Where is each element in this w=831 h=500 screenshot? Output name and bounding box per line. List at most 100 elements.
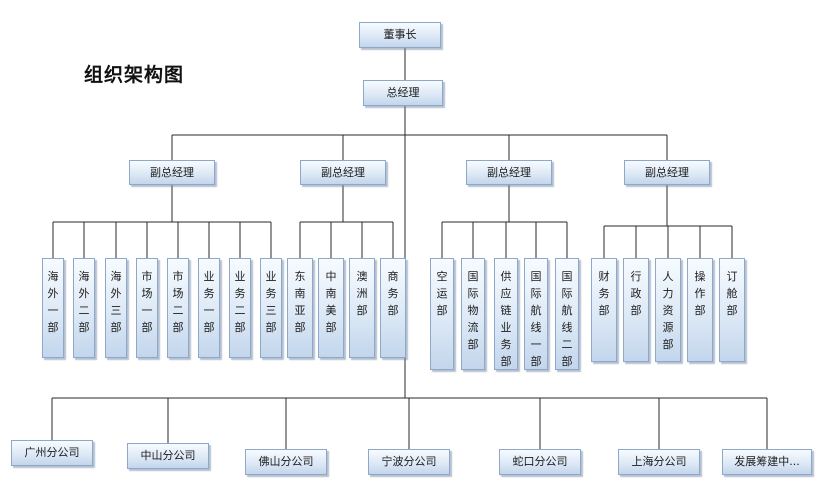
box-char: 空 xyxy=(436,270,448,283)
department-box: 业务二部 xyxy=(229,258,251,358)
box-char: 务 xyxy=(598,287,610,300)
box-char: 东 xyxy=(294,270,306,283)
box-char: 部 xyxy=(294,321,306,334)
box-char: 洲 xyxy=(356,287,368,300)
box-char: 海 xyxy=(47,270,59,283)
box-char: 链 xyxy=(500,304,512,317)
box-char: 场 xyxy=(172,287,184,300)
department-box: 行政部 xyxy=(623,258,649,362)
department-box: 订舱部 xyxy=(719,258,745,362)
branch-office-box: 宁波分公司 xyxy=(368,449,450,475)
vice-president-box: 副总经理 xyxy=(466,160,552,185)
department-box: 国际物流部 xyxy=(461,258,485,370)
box-char: 二 xyxy=(172,304,184,317)
box-char: 二 xyxy=(561,338,573,351)
box-char: 部 xyxy=(356,304,368,317)
box-char: 物 xyxy=(467,304,479,317)
box-char: 务 xyxy=(387,287,399,300)
branch-office-box: 佛山分公司 xyxy=(245,449,327,475)
box-char: 操 xyxy=(694,270,706,283)
box-char: 澳 xyxy=(356,270,368,283)
box-char: 一 xyxy=(203,304,215,317)
box-char: 南 xyxy=(325,287,337,300)
box-char: 部 xyxy=(325,321,337,334)
department-box: 商务部 xyxy=(380,258,406,358)
department-box: 东南亚部 xyxy=(287,258,313,358)
box-char: 线 xyxy=(530,321,542,334)
box-char: 业 xyxy=(500,321,512,334)
box-char: 外 xyxy=(47,287,59,300)
box-char: 部 xyxy=(47,321,59,334)
box-char: 市 xyxy=(172,270,184,283)
box-char: 一 xyxy=(141,304,153,317)
chairman-box: 董事长 xyxy=(359,22,441,48)
box-char: 航 xyxy=(530,304,542,317)
box-char: 商 xyxy=(387,270,399,283)
box-char: 务 xyxy=(234,287,246,300)
department-box: 海外二部 xyxy=(73,258,95,358)
box-char: 部 xyxy=(387,304,399,317)
department-box: 业务一部 xyxy=(198,258,220,358)
box-char: 部 xyxy=(561,355,573,368)
box-char: 市 xyxy=(141,270,153,283)
department-box: 人力资源部 xyxy=(655,258,681,362)
box-char: 国 xyxy=(561,270,573,283)
box-char: 人 xyxy=(662,270,674,283)
vice-president-box: 副总经理 xyxy=(300,160,386,185)
box-char: 部 xyxy=(172,321,184,334)
box-char: 作 xyxy=(694,287,706,300)
department-box: 海外一部 xyxy=(42,258,64,358)
box-char: 航 xyxy=(561,304,573,317)
box-char: 一 xyxy=(47,304,59,317)
box-char: 三 xyxy=(265,304,277,317)
box-char: 业 xyxy=(203,270,215,283)
box-char: 美 xyxy=(325,304,337,317)
box-char: 一 xyxy=(530,338,542,351)
box-char: 部 xyxy=(467,338,479,351)
box-char: 运 xyxy=(436,287,448,300)
box-char: 部 xyxy=(141,321,153,334)
box-char: 部 xyxy=(203,321,215,334)
box-char: 际 xyxy=(467,287,479,300)
box-char: 务 xyxy=(203,287,215,300)
box-char: 业 xyxy=(265,270,277,283)
box-char: 源 xyxy=(662,321,674,334)
box-char: 线 xyxy=(561,321,573,334)
box-char: 财 xyxy=(598,270,610,283)
box-char: 外 xyxy=(78,287,90,300)
box-char: 业 xyxy=(234,270,246,283)
department-box: 海外三部 xyxy=(105,258,127,358)
box-char: 南 xyxy=(294,287,306,300)
department-box: 供应链业务部 xyxy=(494,258,518,370)
branch-office-box: 上海分公司 xyxy=(618,449,700,475)
department-box: 市场二部 xyxy=(167,258,189,358)
branch-office-box: 蛇口分公司 xyxy=(499,449,581,475)
box-char: 三 xyxy=(110,304,122,317)
box-char: 舱 xyxy=(726,287,738,300)
department-box: 财务部 xyxy=(591,258,617,362)
box-char: 务 xyxy=(500,338,512,351)
box-char: 应 xyxy=(500,287,512,300)
box-char: 场 xyxy=(141,287,153,300)
branch-office-box: 广州分公司 xyxy=(11,440,93,466)
box-char: 部 xyxy=(500,355,512,368)
box-char: 订 xyxy=(726,270,738,283)
box-char: 二 xyxy=(78,304,90,317)
box-char: 部 xyxy=(598,304,610,317)
department-box: 市场一部 xyxy=(136,258,158,358)
box-char: 部 xyxy=(78,321,90,334)
box-char: 部 xyxy=(110,321,122,334)
box-char: 部 xyxy=(630,304,642,317)
box-char: 中 xyxy=(325,270,337,283)
box-char: 外 xyxy=(110,287,122,300)
box-char: 部 xyxy=(265,321,277,334)
box-char: 供 xyxy=(500,270,512,283)
branch-office-box: 中山分公司 xyxy=(127,443,209,469)
title: 组织架构图 xyxy=(84,64,185,86)
box-char: 际 xyxy=(561,287,573,300)
box-char: 部 xyxy=(694,304,706,317)
box-char: 力 xyxy=(662,287,674,300)
branch-office-box: 发展筹建中... xyxy=(722,449,812,475)
